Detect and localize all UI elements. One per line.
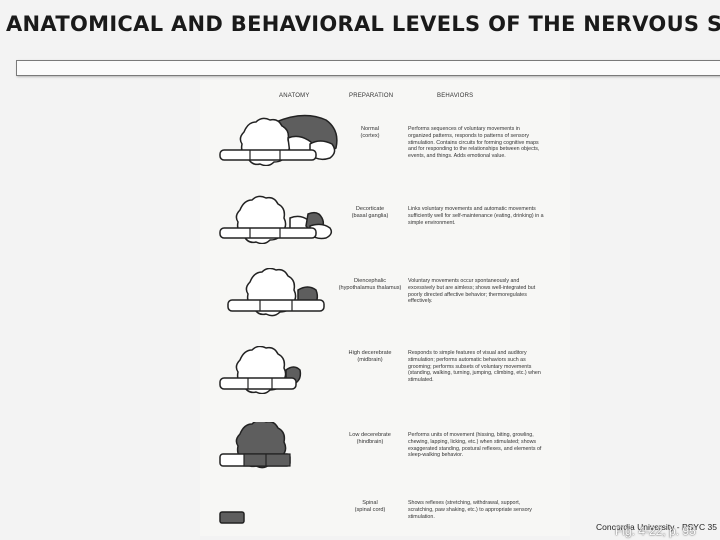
row-1-brain-figure: [219, 114, 338, 166]
row-5-preparation: Low decerebrate (hindbrain): [337, 432, 403, 446]
row-5-brain-figure: [219, 422, 291, 469]
row-3-behaviors: Voluntary movements occur spontaneously …: [408, 278, 536, 305]
column-header-preparation: PREPARATION: [349, 93, 394, 99]
title-underline-bar: [16, 60, 720, 76]
row-1-prep-name: Normal: [360, 126, 380, 132]
row-6-prep-region: (spinal cord): [354, 507, 386, 513]
row-3-brain-figure: [227, 268, 325, 317]
row-3-prep-region: (hypothalamus thalamus): [338, 285, 402, 291]
slide-title: ANATOMICAL AND BEHAVIORAL LEVELS OF THE …: [6, 12, 720, 36]
row-4-prep-name: High decerebrate: [348, 350, 392, 356]
figure-reference: Fig. 4-22, p. 95: [615, 524, 696, 538]
row-2-prep-region: (basal ganglia): [351, 213, 389, 219]
row-2-behaviors: Links voluntary movements and automatic …: [408, 206, 544, 226]
row-6-behaviors: Shows reflexes (stretching, withdrawal, …: [408, 500, 532, 520]
row-4-behaviors: Responds to simple features of visual an…: [408, 350, 541, 384]
row-5-prep-region: (hindbrain): [356, 439, 384, 445]
row-2-prep-name: Decorticate: [355, 206, 385, 212]
row-4-prep-region: (midbrain): [357, 357, 383, 363]
column-header-behaviors: BEHAVIORS: [437, 93, 474, 99]
row-3-prep-name: Diencephalic: [353, 278, 387, 284]
row-6-prep-name: Spinal: [362, 500, 378, 506]
row-5-behaviors: Performs units of movement (hissing, bit…: [408, 432, 542, 459]
row-5-prep-name: Low decerebrate: [349, 432, 391, 438]
row-6-spinal-figure: [219, 511, 245, 524]
row-6-preparation: Spinal (spinal cord): [337, 500, 403, 514]
row-2-brain-figure: [219, 195, 333, 244]
row-1-behaviors: Performs sequences of voluntary movement…: [408, 126, 540, 160]
footer-credit: Concordia University - PSYC 35: [596, 522, 717, 532]
row-1-prep-region: (cortex): [360, 133, 380, 139]
row-4-brain-figure: [219, 346, 302, 394]
row-3-preparation: Diencephalic (hypothalamus thalamus): [337, 278, 403, 292]
row-2-preparation: Decorticate (basal ganglia): [337, 206, 403, 220]
row-4-preparation: High decerebrate (midbrain): [337, 350, 403, 364]
column-header-anatomy: ANATOMY: [279, 93, 310, 99]
row-1-preparation: Normal (cortex): [337, 126, 403, 140]
